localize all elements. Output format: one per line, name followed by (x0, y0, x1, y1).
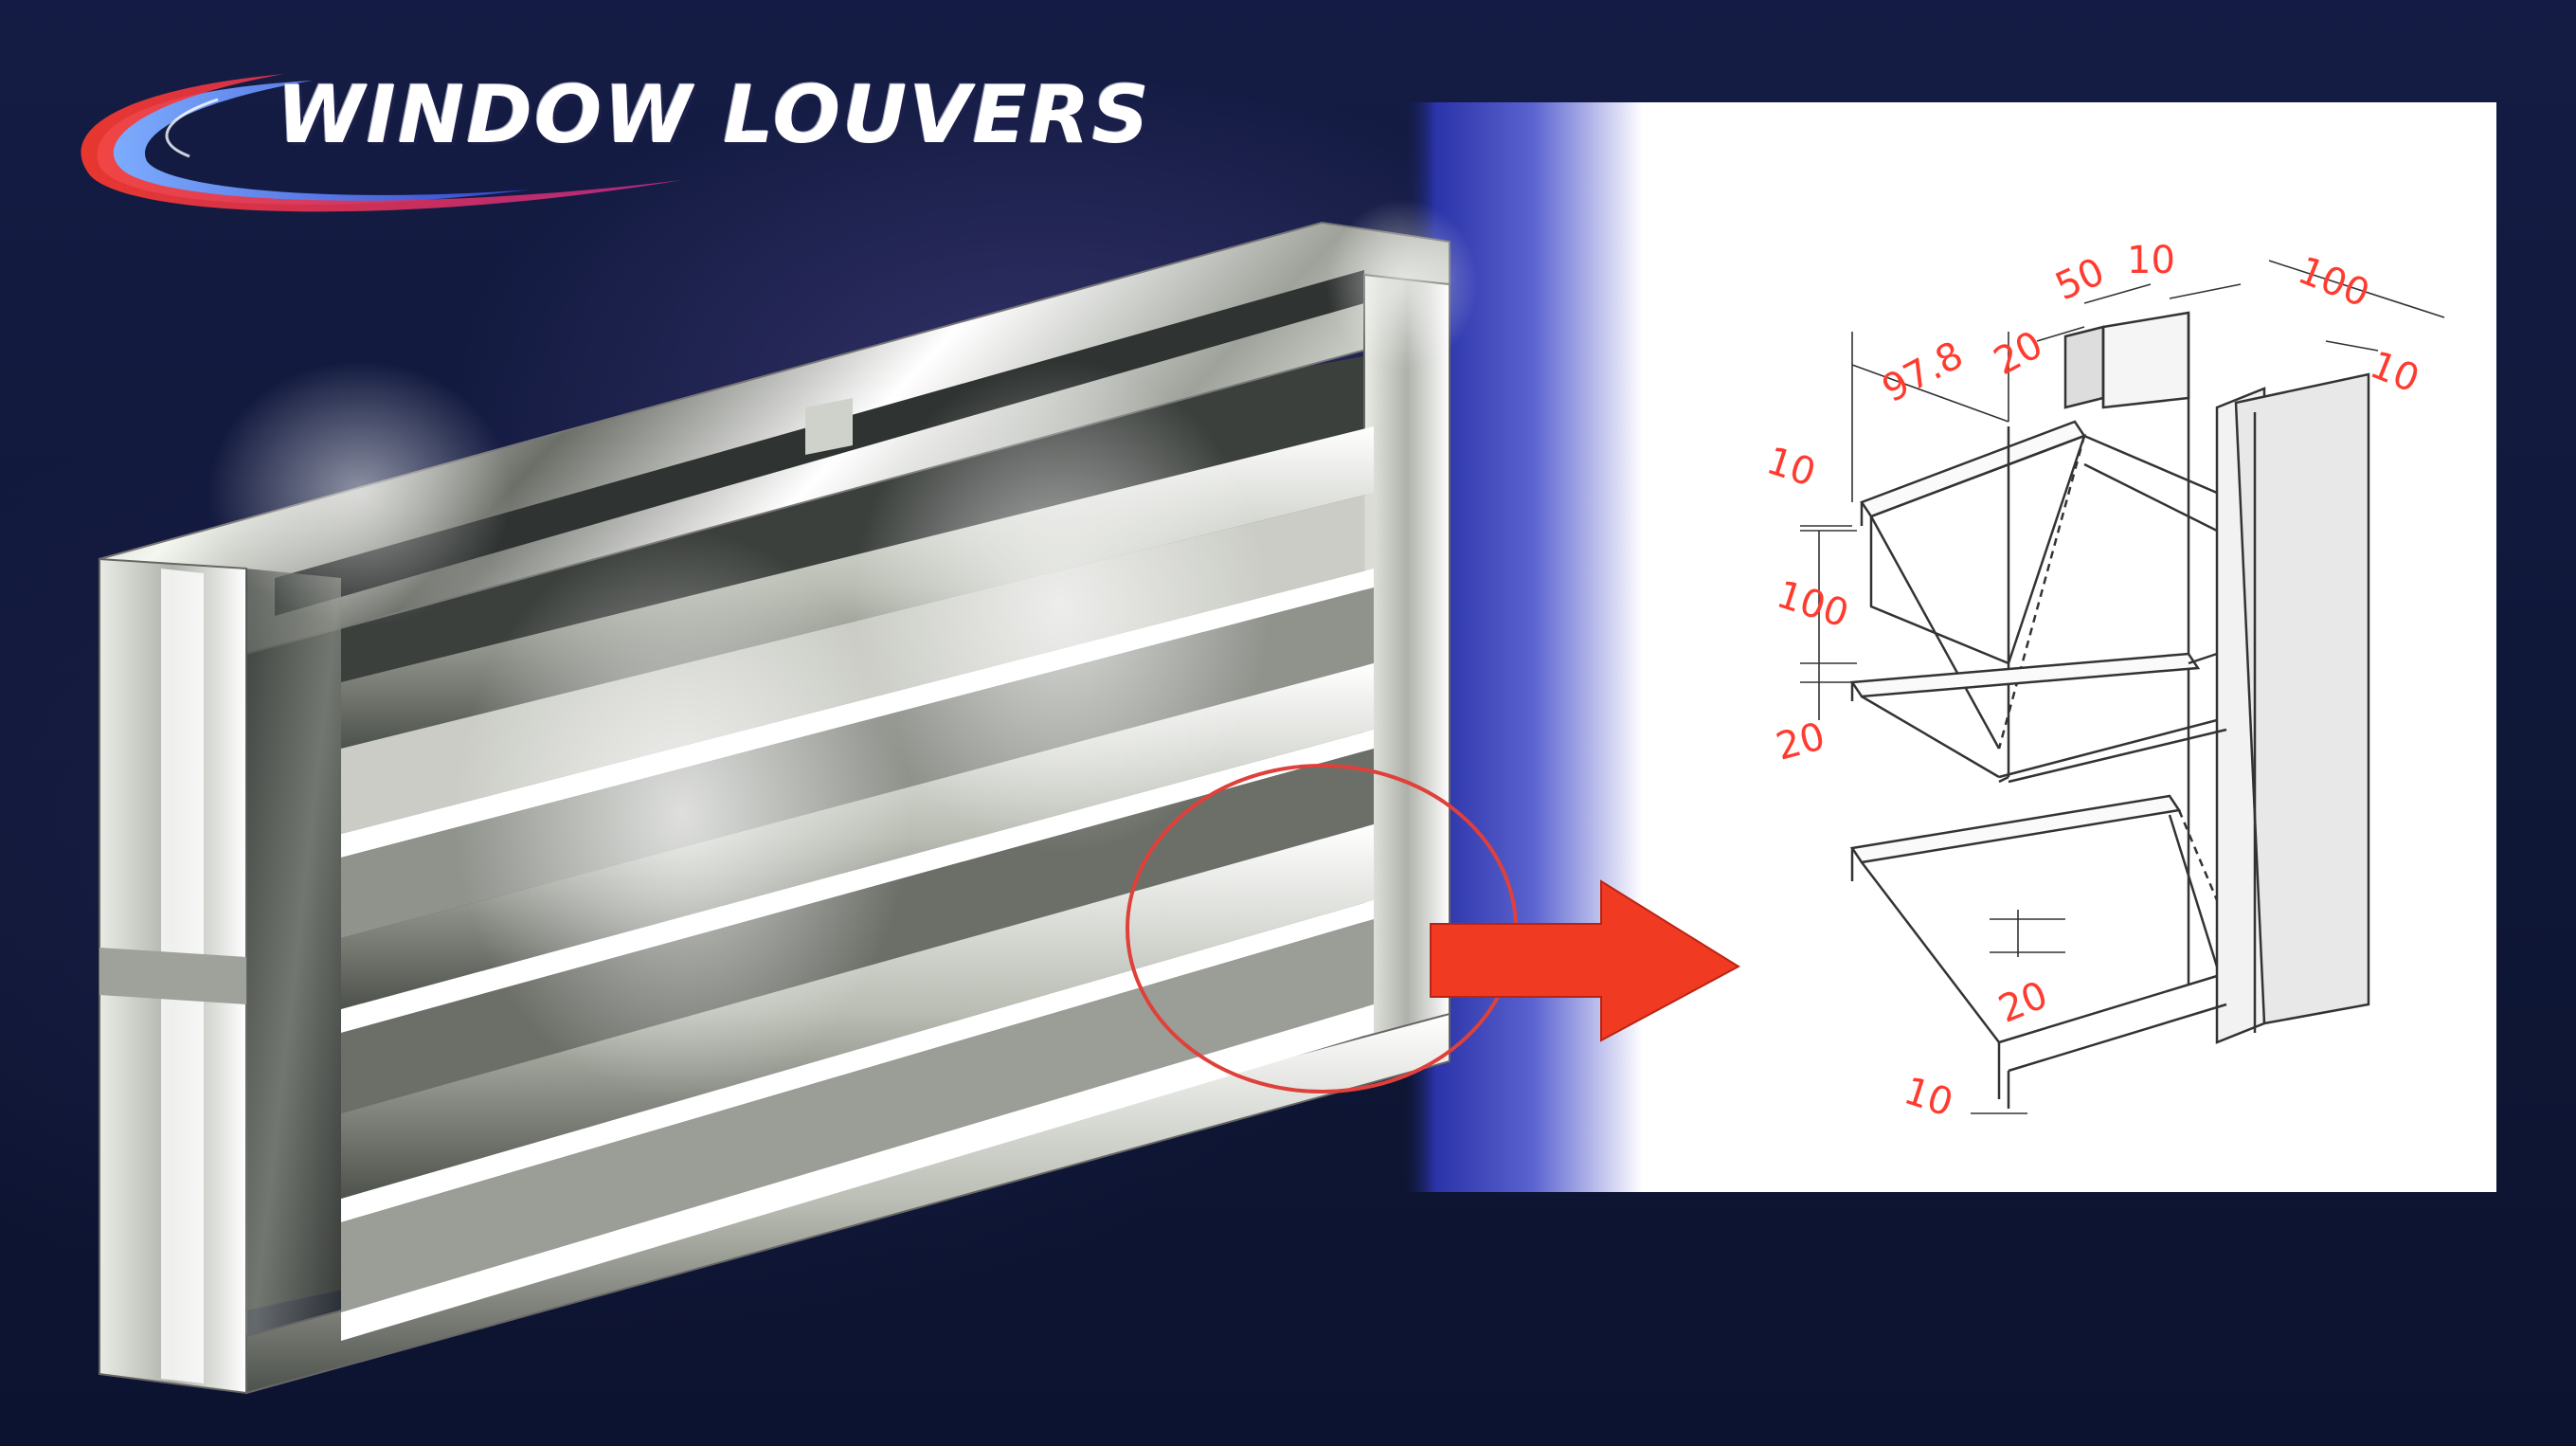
swoosh-logo-icon (81, 74, 683, 212)
technical-drawing (1800, 260, 2445, 1114)
arrow-right-icon (1430, 879, 1740, 1042)
louver-frame (99, 199, 1478, 1395)
dimension-label-10-top: 10 (2127, 239, 2175, 282)
page-title: WINDOW LOUVERS (277, 68, 1151, 161)
